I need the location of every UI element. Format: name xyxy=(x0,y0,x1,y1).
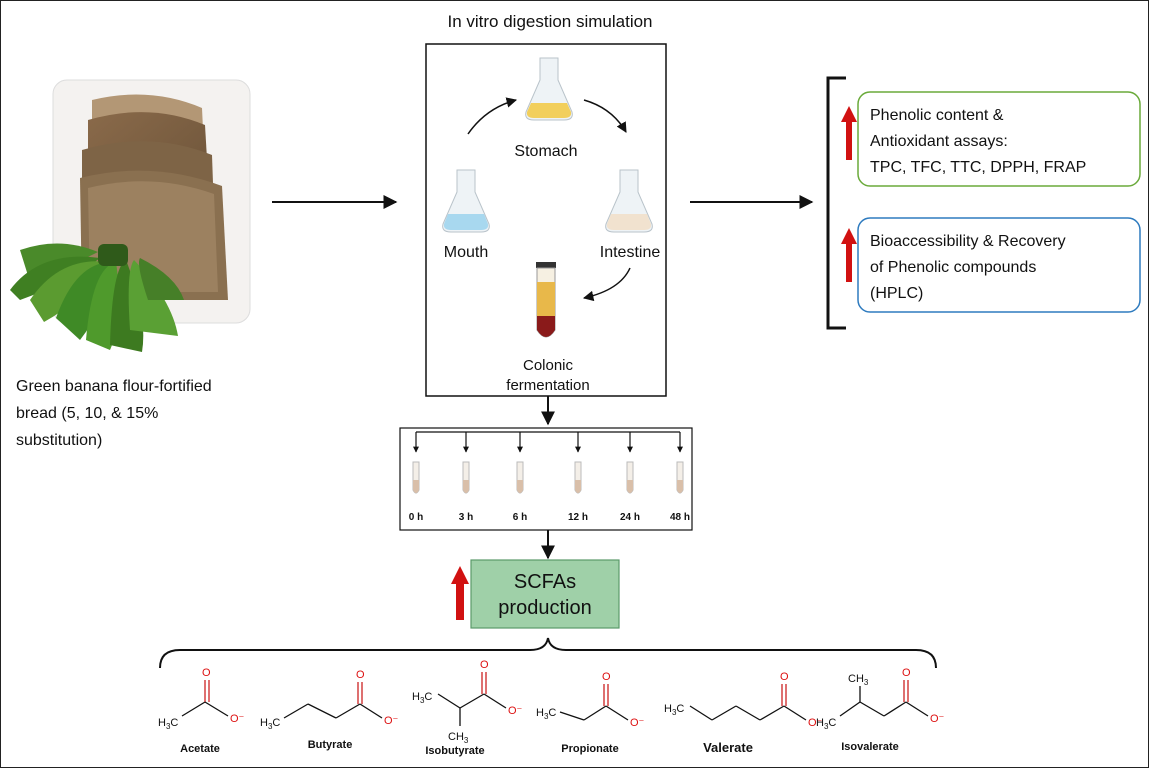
banana-image xyxy=(10,243,184,352)
label-intestine: Intestine xyxy=(600,244,661,261)
label-acetate: Acetate xyxy=(180,743,220,755)
arrow-intestine-to-colon xyxy=(582,267,631,302)
timepoints-group: 0 h 3 h 6 h 12 h 24 h 48 h xyxy=(409,432,690,523)
arrow-stomach-to-intestine xyxy=(583,99,627,133)
timepoint-label: 3 h xyxy=(459,512,473,523)
outcomes-bracket xyxy=(826,76,846,330)
chem-o: O xyxy=(602,671,611,683)
label-valerate: Valerate xyxy=(703,740,753,755)
timepoints-box xyxy=(399,427,693,531)
chem-h3c: H3C xyxy=(412,691,432,705)
chem-o-minus: O⁻ xyxy=(630,717,645,729)
bread-caption-line-1: Green banana flour-fortified xyxy=(16,378,212,395)
valerate-structure: H3C O O⁻ xyxy=(664,671,823,729)
outcome-1-line-1: Phenolic content & xyxy=(870,107,1004,124)
tube-liquid xyxy=(627,480,633,493)
outcome-box-phenolic xyxy=(857,91,1141,187)
propionate-structure: H3C O O⁻ xyxy=(536,671,645,729)
flask-icon-stomach xyxy=(525,57,573,121)
chem-h3c: H3C xyxy=(158,717,178,731)
tube-liquid xyxy=(463,480,469,493)
page-title: In vitro digestion simulation xyxy=(447,12,652,31)
chem-o: O xyxy=(780,671,789,683)
label-colonic-1: Colonic xyxy=(523,357,574,374)
tube-icon-colonic xyxy=(536,262,556,338)
outcome-1-line-3: TPC, TFC, TTC, DPPH, FRAP xyxy=(870,159,1086,176)
chem-o: O xyxy=(480,659,489,671)
scfa-bracket xyxy=(159,637,937,669)
outcome-box-bioaccessibility xyxy=(857,217,1141,313)
flask-icon-mouth xyxy=(442,169,490,233)
chem-ch3: CH3 xyxy=(848,673,869,687)
label-isobutyrate: Isobutyrate xyxy=(425,745,484,757)
chem-o-minus: O⁻ xyxy=(808,717,823,729)
scfa-line-1: SCFAs xyxy=(514,571,576,593)
tube-liquid xyxy=(575,480,581,493)
up-arrow-icon xyxy=(451,566,469,620)
scfa-line-2: production xyxy=(498,597,591,619)
arrow-mouth-to-stomach xyxy=(467,97,518,135)
tube-liquid xyxy=(677,480,683,493)
chem-o-minus: O⁻ xyxy=(230,713,245,725)
tube-liquid xyxy=(517,480,523,493)
chem-o-minus: O⁻ xyxy=(930,713,945,725)
chem-o: O xyxy=(356,669,365,681)
butyrate-structure: H3C O O⁻ xyxy=(260,669,399,731)
bread-caption-line-3: substitution) xyxy=(16,432,102,449)
acetate-structure: H3C O O⁻ xyxy=(158,667,245,731)
chem-ch3: CH3 xyxy=(448,731,469,745)
label-propionate: Propionate xyxy=(561,743,618,755)
label-isovalerate: Isovalerate xyxy=(841,741,898,753)
chem-h3c: H3C xyxy=(664,703,684,717)
up-arrow-icon xyxy=(841,228,857,282)
outcome-2-line-2: of Phenolic compounds xyxy=(870,259,1036,276)
tube-liquid xyxy=(413,480,419,493)
chem-h3c: H3C xyxy=(816,717,836,731)
scfa-box xyxy=(470,559,620,629)
chem-h3c: H3C xyxy=(260,717,280,731)
isovalerate-structure: CH3 H3C O O⁻ xyxy=(816,667,945,731)
timepoint-label: 24 h xyxy=(620,512,640,523)
timepoint-label: 48 h xyxy=(670,512,690,523)
up-arrow-icon xyxy=(841,106,857,160)
chem-o: O xyxy=(902,667,911,679)
flask-icon-intestine xyxy=(605,169,653,233)
label-butyrate: Butyrate xyxy=(308,739,353,751)
outcome-2-line-3: (HPLC) xyxy=(870,285,923,302)
outcome-1-line-2: Antioxidant assays: xyxy=(870,133,1008,150)
isobutyrate-structure: H3C CH3 O O⁻ xyxy=(412,659,523,745)
chem-o: O xyxy=(202,667,211,679)
label-mouth: Mouth xyxy=(444,244,488,261)
timepoint-label: 0 h xyxy=(409,512,423,523)
chem-h3c: H3C xyxy=(536,707,556,721)
chem-o-minus: O⁻ xyxy=(508,705,523,717)
outcome-2-line-1: Bioaccessibility & Recovery xyxy=(870,233,1066,250)
timepoint-label: 6 h xyxy=(513,512,527,523)
bread-caption-line-2: bread (5, 10, & 15% xyxy=(16,405,158,422)
label-stomach: Stomach xyxy=(514,143,577,160)
timepoint-label: 12 h xyxy=(568,512,588,523)
chem-o-minus: O⁻ xyxy=(384,715,399,727)
label-colonic-2: fermentation xyxy=(506,377,589,394)
